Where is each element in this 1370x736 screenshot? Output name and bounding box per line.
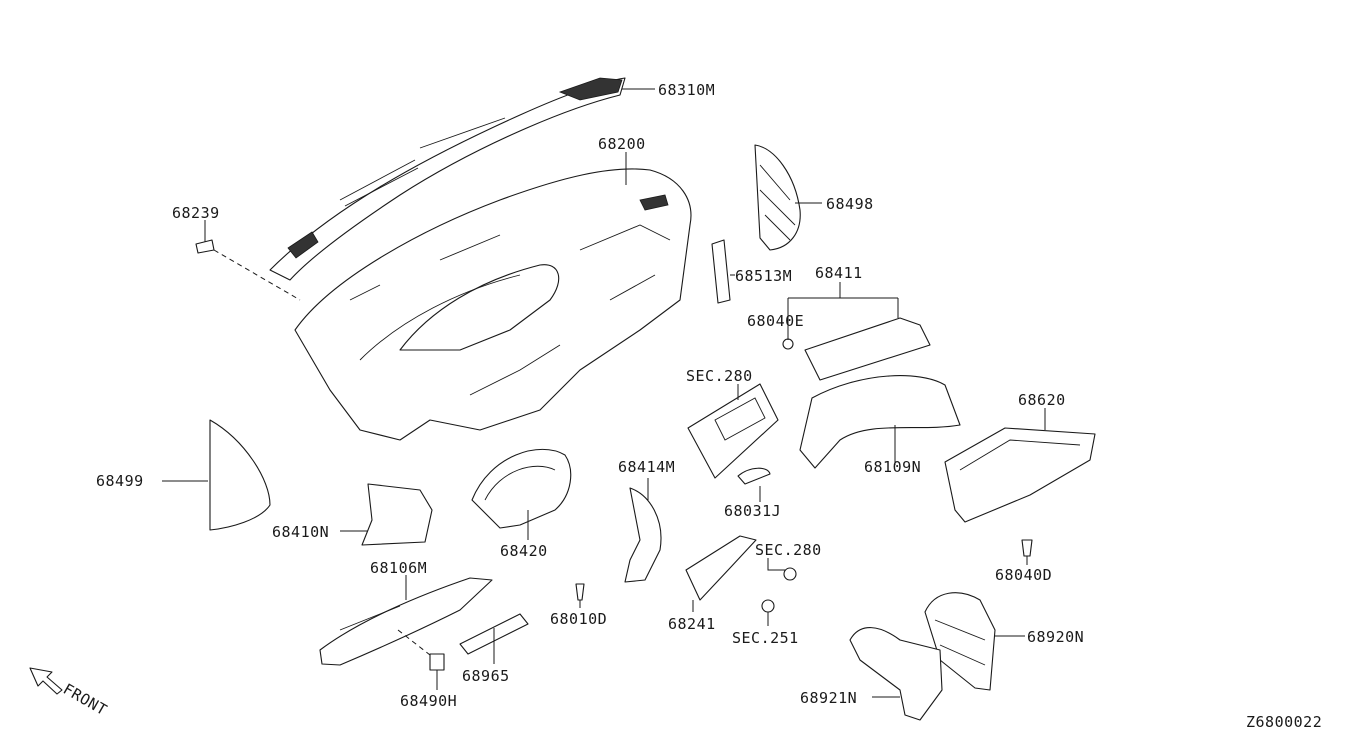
label-68010D: 68010D	[550, 610, 607, 628]
part-68410N	[361, 483, 433, 546]
leader-lines	[162, 88, 1046, 698]
drawing-id: Z6800022	[1246, 713, 1322, 731]
part-68310M-dash-top-panel	[269, 77, 626, 281]
part-68499-side-cover	[209, 419, 271, 531]
label-68513M: 68513M	[735, 267, 792, 285]
label-68310M: 68310M	[658, 81, 715, 99]
part-68040D-clip	[1021, 539, 1033, 557]
label-68411: 68411	[815, 264, 863, 282]
label-sec251: SEC.251	[732, 629, 799, 647]
part-sec280-clip	[783, 567, 797, 581]
label-68965: 68965	[462, 667, 510, 685]
label-68920N: 68920N	[1027, 628, 1084, 646]
label-sec280-bottom: SEC.280	[755, 541, 822, 559]
label-68414M: 68414M	[618, 458, 675, 476]
leader-68239-dash	[213, 249, 301, 301]
label-68490H: 68490H	[400, 692, 457, 710]
part-68109N-cover	[799, 375, 961, 469]
part-68200-instrument-panel	[294, 168, 692, 441]
label-68031J: 68031J	[724, 502, 781, 520]
label-68040D: 68040D	[995, 566, 1052, 584]
label-sec280-top: SEC.280	[686, 367, 753, 385]
label-68620: 68620	[1018, 391, 1066, 409]
label-68498: 68498	[826, 195, 874, 213]
label-68106M: 68106M	[370, 559, 427, 577]
label-68040E: 68040E	[747, 312, 804, 330]
part-68420-meter-hood	[471, 448, 572, 529]
part-68106M-finisher	[319, 577, 493, 666]
part-68921N	[849, 627, 943, 721]
label-68410N: 68410N	[272, 523, 329, 541]
part-sec251-clip	[761, 599, 775, 613]
part-68920N	[924, 592, 996, 691]
leader-68490H-dash	[397, 629, 431, 656]
label-68200: 68200	[598, 135, 646, 153]
part-68414M-trim	[624, 487, 662, 583]
part-68040E-clip	[782, 338, 794, 350]
part-sec280-module	[687, 383, 779, 479]
callout-labels: 68310M 68200 68239 68498 68513M 68411 68…	[60, 81, 1322, 731]
label-68239: 68239	[172, 204, 220, 222]
part-68513M	[711, 239, 731, 304]
label-68420: 68420	[500, 542, 548, 560]
front-label: FRONT	[60, 680, 110, 719]
label-68499: 68499	[96, 472, 144, 490]
part-68620-glove-box	[944, 427, 1096, 523]
part-68498-bracket	[754, 144, 801, 251]
label-68921N: 68921N	[800, 689, 857, 707]
front-direction-arrow	[29, 667, 63, 695]
part-68490H	[429, 653, 445, 671]
part-68241-bracket	[685, 535, 757, 601]
label-68241: 68241	[668, 615, 716, 633]
label-68109N: 68109N	[864, 458, 921, 476]
part-68010D-screw	[575, 583, 585, 601]
part-68031J	[737, 467, 771, 485]
part-68411-panel	[804, 317, 931, 381]
